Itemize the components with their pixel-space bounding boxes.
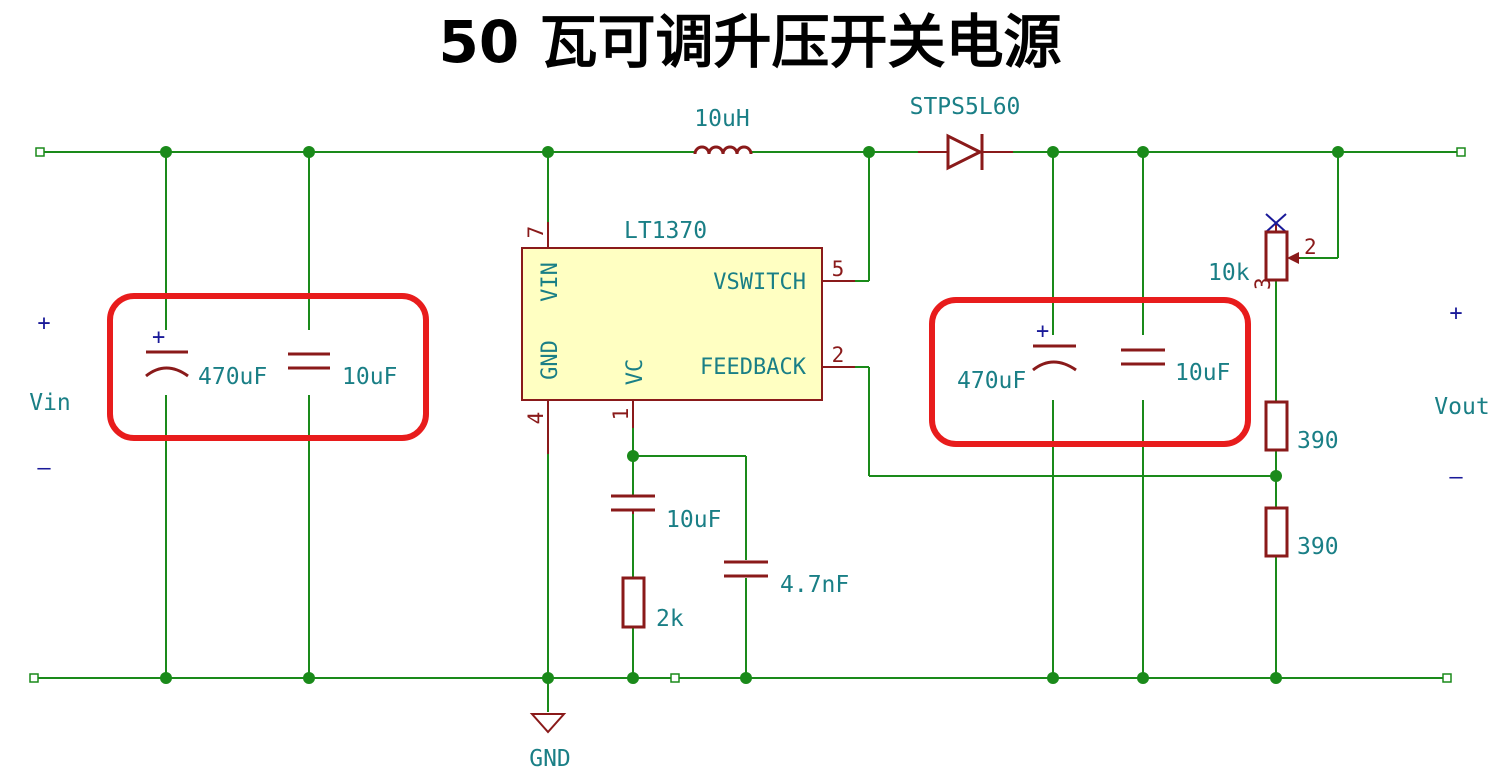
ic-pin-vin-number: 7 (524, 226, 548, 239)
vout-plus: + (1449, 301, 1462, 326)
wires (34, 151, 1461, 712)
ic-pin-vc-number: 1 (609, 408, 633, 421)
vin-label: Vin (29, 390, 71, 416)
resistor-upper-390 (1264, 400, 1289, 452)
comp-resistor-2k (621, 576, 646, 629)
vin-minus: – (37, 456, 51, 481)
comp-cap-hf-value: 4.7nF (780, 572, 849, 598)
vout-label: Vout (1434, 394, 1489, 420)
comp-capacitor-4-7nf (724, 560, 768, 578)
inductor-value: 10uH (694, 106, 749, 132)
ic-pin-vswitch-number: 5 (832, 257, 845, 281)
inductor-symbol (682, 145, 753, 155)
ic-pin-feedback-name: FEEDBACK (700, 355, 807, 380)
input-ceramic-capacitor (288, 352, 330, 370)
resistor-lower-390 (1264, 506, 1289, 558)
ic-pin-vc-name: VC (623, 359, 648, 386)
comp-cap-value: 10uF (666, 507, 721, 533)
pot-end-pin: 3 (1251, 277, 1275, 290)
output-caps-highlight (929, 297, 1251, 447)
output-cap-ceramic-value: 10uF (1175, 360, 1230, 386)
vin-plus: + (37, 311, 50, 336)
vout-minus: – (1449, 465, 1463, 490)
ground-symbol (529, 713, 567, 734)
junctions (160, 146, 1344, 684)
ic-part-label: LT1370 (624, 218, 707, 244)
ic-pin-gnd-number: 4 (524, 412, 548, 425)
svg-text:+: + (152, 325, 165, 350)
input-cap-ceramic-value: 10uF (342, 364, 397, 390)
port-terminals (29, 147, 1466, 683)
input-cap-electrolytic-value: 470uF (198, 364, 267, 390)
ic-lt1370 (521, 222, 855, 454)
potentiometer-10k (1264, 213, 1300, 282)
svg-text:+: + (1036, 319, 1049, 344)
comp-capacitor-10uf (611, 494, 655, 514)
pot-value: 10k (1208, 260, 1250, 286)
diode-part: STPS5L60 (910, 94, 1021, 120)
r-lower-value: 390 (1297, 534, 1339, 560)
output-cap-electrolytic-value: 470uF (957, 368, 1026, 394)
page-title: 50 瓦可调升压开关电源 (439, 8, 1062, 76)
input-electrolytic-capacitor: + (145, 325, 189, 378)
ground-label: GND (529, 746, 571, 772)
ic-pin-feedback-number: 2 (832, 343, 845, 367)
r-upper-value: 390 (1297, 428, 1339, 454)
pot-wiper-pin: 2 (1304, 235, 1317, 259)
ic-pin-vin-name: VIN (538, 262, 563, 302)
ic-pin-gnd-name: GND (538, 340, 563, 380)
comp-resistor-value: 2k (656, 606, 684, 632)
input-caps-highlight (107, 293, 429, 441)
diode-symbol (918, 133, 1013, 171)
output-electrolytic-capacitor: + (1032, 319, 1077, 372)
output-ceramic-capacitor (1121, 348, 1165, 366)
ic-pin-vswitch-name: VSWITCH (713, 270, 806, 295)
